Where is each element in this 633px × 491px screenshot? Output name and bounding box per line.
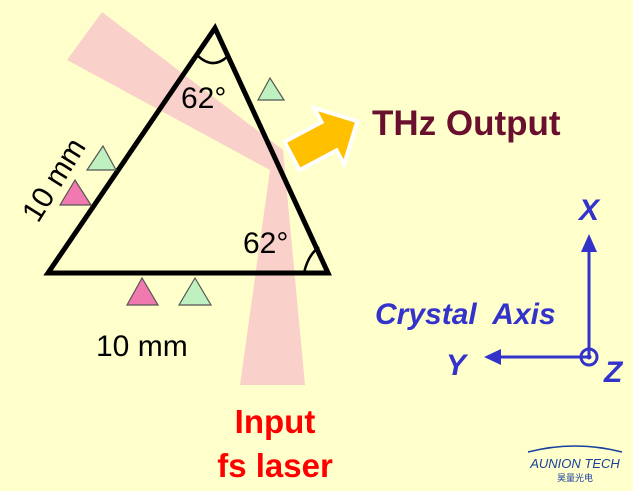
z-axis-dot — [586, 354, 592, 360]
thz-output-arrow — [281, 104, 360, 173]
laser-beam-incoming — [67, 12, 305, 385]
crystal-axis-diagram — [484, 234, 599, 367]
logo-swoosh — [527, 445, 623, 453]
apex-angle-label: 62° — [181, 82, 226, 115]
prism-triangle — [43, 22, 332, 276]
z-axis-symbol — [579, 347, 599, 367]
crystal-axis-title: Crystal Axis — [375, 298, 556, 331]
thz-output-label: THz Output — [372, 104, 561, 143]
marker-triangle-base-green — [177, 276, 213, 306]
marker-triangle-left-lower — [58, 178, 93, 206]
marker-triangle-right-side — [256, 76, 286, 101]
base-angle-label: 62° — [243, 227, 288, 260]
axis-y-label: Y — [446, 349, 469, 382]
aunion-logo: AUNION TECH 昊量光电 — [527, 445, 623, 483]
logo-subtitle: 昊量光电 — [557, 472, 593, 483]
base-length-label: 10 mm — [96, 330, 188, 363]
input-label-line2: fs laser — [217, 447, 333, 484]
x-axis-arrowhead — [581, 234, 597, 252]
input-label-line1: Input — [235, 403, 316, 440]
marker-triangle-base-pink — [125, 276, 160, 306]
marker-triangle-left-upper — [85, 144, 118, 171]
apex-angle-arc — [196, 54, 228, 65]
logo-name: AUNION TECH — [529, 456, 620, 471]
y-axis-arrowhead — [484, 349, 501, 365]
axis-z-label: Z — [603, 356, 624, 389]
side-length-label: 10 mm — [16, 132, 93, 227]
axis-x-label: X — [577, 194, 601, 227]
base-angle-arc — [302, 245, 320, 274]
